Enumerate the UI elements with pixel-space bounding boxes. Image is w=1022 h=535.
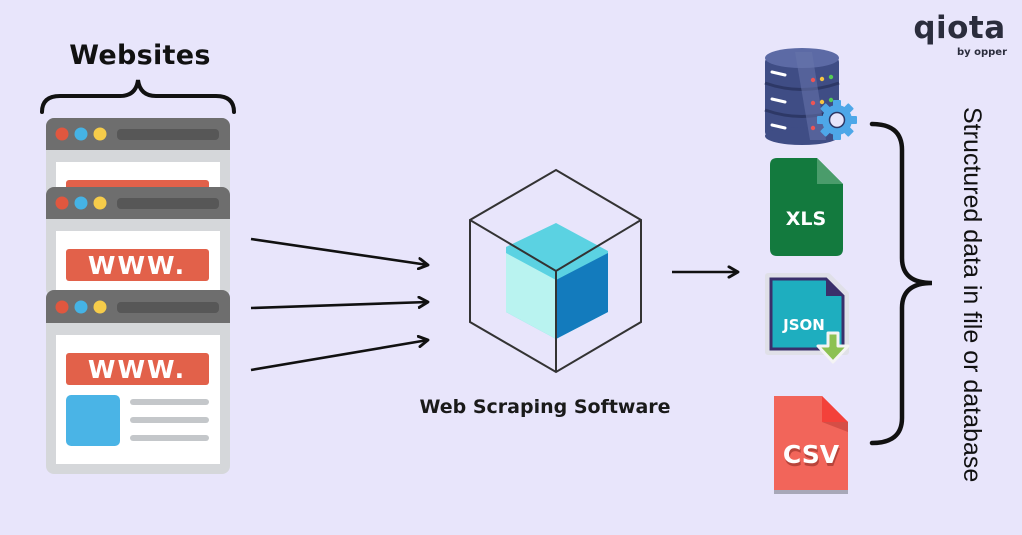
xls-label: XLS (786, 208, 826, 230)
text-line (130, 399, 209, 405)
svg-text:CSV: CSV (784, 443, 841, 472)
minimize-dot (74, 300, 88, 314)
minimize-dot (74, 127, 88, 141)
image-placeholder (66, 395, 120, 446)
text-line (130, 435, 209, 441)
json-label: JSON (782, 316, 825, 334)
address-bar (117, 302, 219, 313)
websites-brace (40, 79, 236, 114)
address-bar (117, 129, 219, 140)
close-dot (55, 196, 69, 210)
maximize-dot (93, 300, 107, 314)
close-dot (55, 300, 69, 314)
download-arrow-icon (816, 331, 850, 364)
browser-window: WWW. (46, 187, 230, 297)
www-banner (66, 249, 209, 281)
www-banner-text: WWW. (88, 355, 186, 384)
output-label: Structured data in file or database (958, 107, 986, 483)
logo-wordmark: qiota (913, 10, 1006, 46)
browser-window: WWW. (46, 290, 230, 474)
arrow-input-1 (250, 237, 428, 265)
outputs-brace (869, 121, 933, 446)
gear-icon (817, 100, 857, 140)
software-cube-icon (469, 168, 642, 374)
csv-label: CSV (783, 440, 840, 469)
arrow-input-2 (250, 302, 428, 310)
maximize-dot (93, 127, 107, 141)
browser-window (46, 118, 230, 198)
www-banner-text: WWW. (88, 251, 186, 280)
software-label: Web Scraping Software (419, 396, 671, 418)
minimize-dot (74, 196, 88, 210)
close-dot (55, 127, 69, 141)
json-file-icon: JSON (765, 273, 850, 364)
xls-file-icon: XLS (770, 158, 843, 256)
address-bar (117, 198, 219, 209)
websites-title: Websites (69, 40, 211, 71)
text-line (130, 417, 209, 423)
arrow-input-3 (250, 340, 428, 372)
www-banner (66, 353, 209, 385)
logo-byline: by opper (956, 47, 1007, 58)
csv-file-icon: CSV CSV (774, 396, 848, 494)
maximize-dot (93, 196, 107, 210)
